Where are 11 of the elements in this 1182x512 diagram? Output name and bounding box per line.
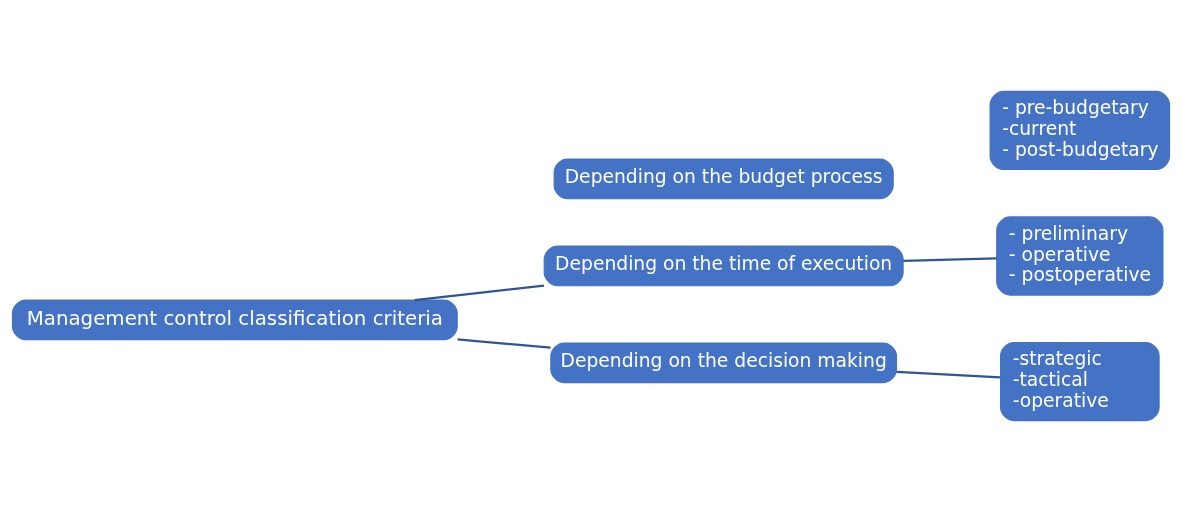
connector (414, 284, 545, 302)
connector (903, 257, 997, 262)
node-box: Management control classification criteria (11, 299, 458, 341)
node-box: - preliminary - operative - postoperative (996, 216, 1164, 296)
node-box: Depending on the time of execution (543, 245, 904, 287)
connector (896, 370, 1001, 379)
node-box: Depending on the budget process (553, 158, 894, 200)
connector (457, 338, 551, 349)
node-box: -strategic -tactical -operative (1000, 341, 1160, 422)
node-box: - pre-budgetary -current - post-budgetary (989, 90, 1171, 171)
node-box: Depending on the decision making (550, 342, 898, 384)
